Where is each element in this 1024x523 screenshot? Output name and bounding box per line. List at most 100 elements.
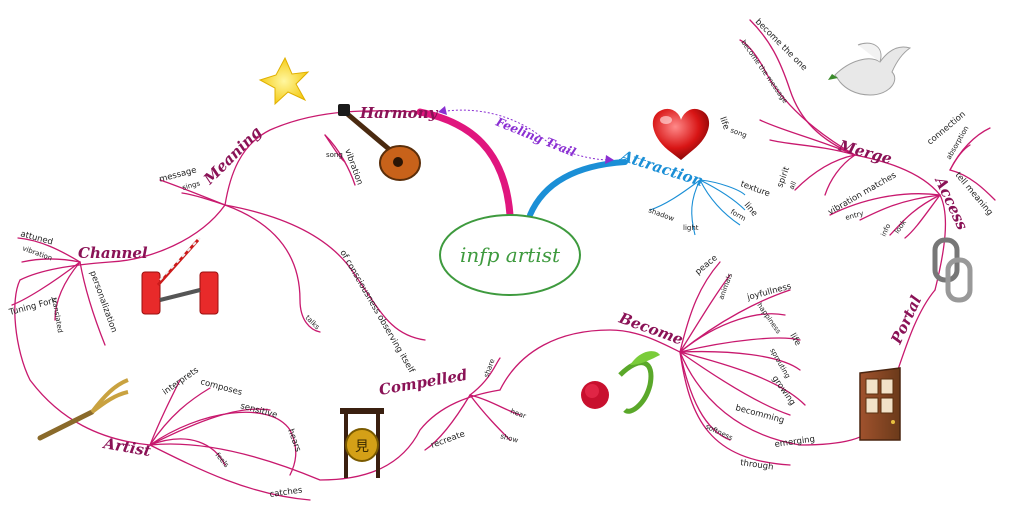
tuning-fork-icon xyxy=(37,378,129,441)
merge-spirit-branch xyxy=(794,154,856,191)
sub-merge-song: song xyxy=(729,126,748,139)
merge-song-branch xyxy=(769,139,856,156)
trail-arrow-left xyxy=(438,106,447,115)
channel-attuned-branch xyxy=(17,237,81,263)
compelled-label[interactable]: Compelled xyxy=(378,366,470,399)
artist-hears-branch xyxy=(149,411,297,476)
mandolin-icon xyxy=(338,104,421,181)
sub-hear: hear xyxy=(509,407,527,420)
attraction-texture-branch xyxy=(699,179,746,196)
rose-icon xyxy=(581,351,660,414)
trail-arrow-right xyxy=(605,155,614,164)
artist-composes-branch xyxy=(149,387,211,446)
artist-catches-branch xyxy=(149,444,311,501)
sub-song: song xyxy=(326,151,343,159)
sub-all: all xyxy=(788,180,799,191)
sub-joyfullness: joyfullness xyxy=(745,281,793,303)
access-vibration-branch xyxy=(829,193,941,216)
sub-through: through xyxy=(740,458,774,473)
sub-entry: entry xyxy=(844,209,864,222)
merge-life-branch xyxy=(759,119,856,156)
sub-sensitive: sensitive xyxy=(239,401,278,420)
channel-translated-branch xyxy=(54,261,81,321)
attraction-shadow-branch xyxy=(649,179,701,211)
sub-look: look xyxy=(893,218,908,235)
artist-feels-branch xyxy=(149,438,226,466)
compelled-share-branch xyxy=(469,357,501,396)
sub-vibration: vibration xyxy=(342,148,364,187)
compelled-recreate-branch xyxy=(424,394,471,451)
attraction-form-branch xyxy=(699,179,741,226)
become-label[interactable]: Become xyxy=(616,309,686,349)
meaning-talks-branch xyxy=(224,204,321,333)
become-life-branch xyxy=(679,337,801,353)
sub-catches: catches xyxy=(269,485,304,500)
cones-icon xyxy=(141,237,219,315)
sub-recreate: recreate xyxy=(430,429,467,451)
sub-personalization: personalization xyxy=(87,270,119,335)
become-through-branch xyxy=(679,351,791,466)
sub-life: life xyxy=(787,332,802,348)
sub-show: show xyxy=(499,432,519,444)
harmony-song-branch xyxy=(324,134,346,163)
access-entry-branch xyxy=(859,194,941,221)
sub-texture: texture xyxy=(739,179,771,199)
artist-label[interactable]: Artist xyxy=(100,434,152,460)
channel-vibration-branch xyxy=(21,258,81,263)
channel-label[interactable]: Channel xyxy=(78,244,148,262)
meaning-consciousness-branch xyxy=(224,204,426,341)
meaning-label[interactable]: Meaning xyxy=(199,123,265,189)
gong-icon: 見 xyxy=(340,408,384,478)
center-node[interactable] xyxy=(439,214,581,296)
harmony-label[interactable]: Harmony xyxy=(359,104,439,122)
sub-hears: hears xyxy=(285,428,303,454)
channel-personalization-branch xyxy=(79,261,106,346)
become-becomming-branch xyxy=(679,351,791,416)
chain-icon xyxy=(932,237,973,303)
sub-growing: growing xyxy=(770,374,798,408)
attraction-label[interactable]: Attraction xyxy=(617,146,706,190)
sub-sings: sings xyxy=(181,179,201,192)
compelled-show-branch xyxy=(469,394,511,441)
access-info-branch xyxy=(889,194,941,236)
compelled-hear-branch xyxy=(469,394,521,416)
artist-interprets-branch xyxy=(149,379,181,446)
sub-consciousness: of consciousness observing itself xyxy=(337,249,416,376)
dove-icon xyxy=(828,42,912,96)
artist-sensitive-branch xyxy=(149,408,271,446)
access-absorption-branch xyxy=(949,144,971,171)
svg-text:見: 見 xyxy=(355,439,369,455)
merge-all-branch xyxy=(824,154,856,196)
feeling-trail-line xyxy=(439,109,611,161)
feeling-trail-label[interactable]: Feeling Trail xyxy=(493,114,578,159)
sub-happiness: happiness xyxy=(755,302,782,336)
sub-feels: feels xyxy=(213,451,230,469)
become-sprouting-branch xyxy=(679,350,801,371)
access-look-branch xyxy=(904,194,941,239)
meaning-branch xyxy=(224,110,421,206)
door-icon xyxy=(859,367,901,441)
sub-animals: animals xyxy=(717,272,734,301)
star-icon xyxy=(258,56,310,106)
become-peace-branch xyxy=(679,261,721,353)
heart-icon xyxy=(652,108,710,160)
sub-becomming: becomming xyxy=(734,403,785,426)
merge-become-branch xyxy=(749,19,856,156)
merge-message-branch xyxy=(739,39,856,156)
portal-label[interactable]: Portal xyxy=(887,292,925,347)
become-portal-trunk xyxy=(679,289,936,446)
channel-trunk xyxy=(14,204,226,446)
become-trunk xyxy=(499,329,681,391)
sub-merge-life: life xyxy=(717,116,731,132)
sub-composes: composes xyxy=(199,377,244,398)
sub-emerging: emerging xyxy=(774,434,816,450)
become-growing-branch xyxy=(679,351,806,406)
sub-shadow: shadow xyxy=(647,206,675,223)
become-happiness-branch xyxy=(679,313,786,353)
sub-info: info xyxy=(880,223,893,238)
channel-tuning-branch xyxy=(11,261,81,306)
become-animals-branch xyxy=(679,274,731,353)
center-label: infp artist xyxy=(460,243,561,267)
